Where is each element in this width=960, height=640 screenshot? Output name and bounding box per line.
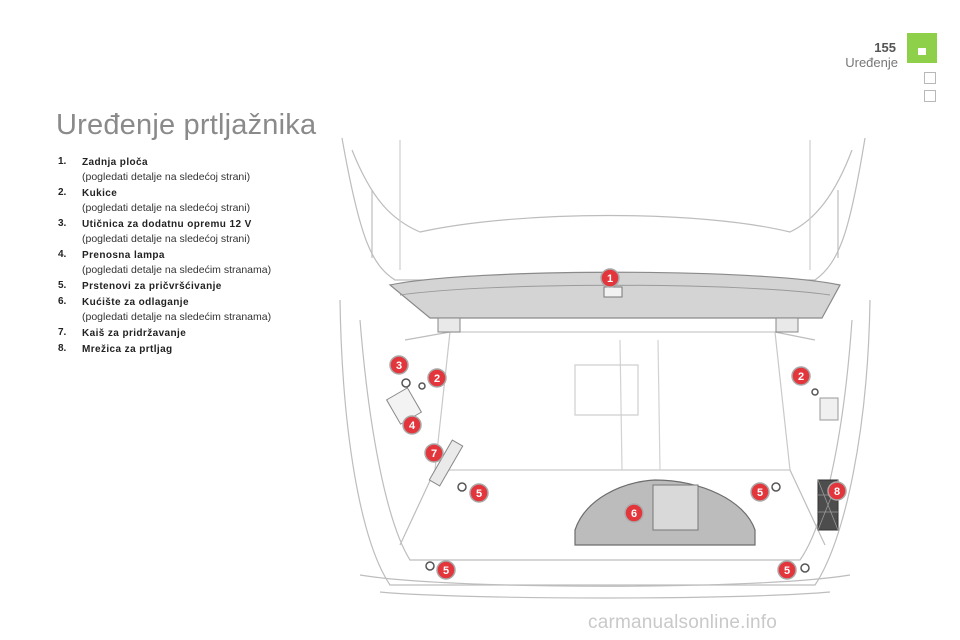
callout-5: 5 [436,560,456,580]
legend-item: 2. Kukice (pogledati detalje na sledećoj s… [58,187,328,216]
legend-item: 4. Prenosna lampa (pogledati detalje na sl… [58,249,328,278]
legend-label: Zadnja ploča [82,157,148,168]
callout-2: 2 [791,366,811,386]
svg-text:2: 2 [798,371,804,383]
legend-label: Mrežica za prtljag [82,344,173,355]
legend-item: 3. Utičnica za dodatnu opremu 12 V (pogled… [58,218,328,247]
chapter-tab-box [924,72,936,84]
legend-item: 6. Kućište za odlaganje (pogledati detalje… [58,296,328,325]
hook-icon [811,388,819,396]
tab-dot [918,48,926,55]
callout-5: 5 [750,482,770,502]
callout-1: 1 [600,268,620,288]
shelf-hook-left [437,317,461,333]
legend-label: Utičnica za dodatnu opremu 12 V [82,219,252,230]
section-label: Uređenje [845,55,898,70]
legend-number: 7. [58,327,67,338]
legend-number: 2. [58,187,67,198]
legend-list: 1. Zadnja ploča (pogledati detalje na sled… [58,156,328,359]
legend-note: (pogledati detalje na sledećoj strani) [82,171,251,183]
shelf-hook-right [775,317,799,333]
legend-label: Prstenovi za pričvršćivanje [82,281,222,292]
page-number: 155 [874,40,896,55]
legend-number: 6. [58,296,67,307]
ring-icon [425,561,435,571]
callout-6: 6 [624,503,644,523]
side-panel-right [819,397,839,421]
legend-number: 3. [58,218,67,229]
callout-8: 8 [827,481,847,501]
svg-text:5: 5 [443,565,449,577]
legend-number: 1. [58,156,67,167]
svg-text:6: 6 [631,508,637,520]
svg-text:8: 8 [834,486,840,498]
callout-2: 2 [427,368,447,388]
svg-text:5: 5 [784,565,790,577]
legend-number: 4. [58,249,67,260]
storage-compartment [652,484,699,531]
ring-icon [800,563,810,573]
ring-icon [457,482,467,492]
svg-text:5: 5 [476,488,482,500]
legend-item: 5. Prstenovi za pričvršćivanje [58,280,328,294]
legend-item: 1. Zadnja ploča (pogledati detalje na sled… [58,156,328,185]
svg-text:3: 3 [396,360,402,372]
legend-label: Kukice [82,188,118,199]
strap-shape [428,439,464,487]
callout-4: 4 [402,415,422,435]
legend-label: Prenosna lampa [82,250,165,261]
chapter-tab-box [924,90,936,102]
watermark: carmanualsonline.info [588,612,778,633]
legend-item: 7. Kaiš za pridržavanje [58,327,328,341]
legend-note: (pogledati detalje na sledećim stranama) [82,311,272,323]
legend-item: 8. Mrežica za prtljag [58,343,328,357]
svg-text:5: 5 [757,487,763,499]
callout-5: 5 [777,560,797,580]
legend-label: Kaiš za pridržavanje [82,328,187,339]
callout-7: 7 [424,443,444,463]
chapter-tab-active [907,33,937,63]
ring-icon [771,482,781,492]
svg-text:4: 4 [409,420,416,432]
socket-icon [401,378,411,388]
legend-label: Kućište za odlaganje [82,297,189,308]
hook-icon [418,382,426,390]
svg-text:2: 2 [434,373,440,385]
legend-number: 8. [58,343,67,354]
trunk-illustration: 1 2 2 3 4 7 5 5 5 5 6 8 [339,137,871,599]
svg-text:1: 1 [607,273,613,285]
callout-3: 3 [389,355,409,375]
legend-note: (pogledati detalje na sledećoj strani) [82,233,251,245]
page-title: Uređenje prtljažnika [56,109,317,142]
legend-number: 5. [58,280,67,291]
legend-note: (pogledati detalje na sledećim stranama) [82,264,272,276]
svg-text:7: 7 [431,448,437,460]
shelf-handle [603,286,623,298]
legend-note: (pogledati detalje na sledećoj strani) [82,202,251,214]
callout-5: 5 [469,483,489,503]
